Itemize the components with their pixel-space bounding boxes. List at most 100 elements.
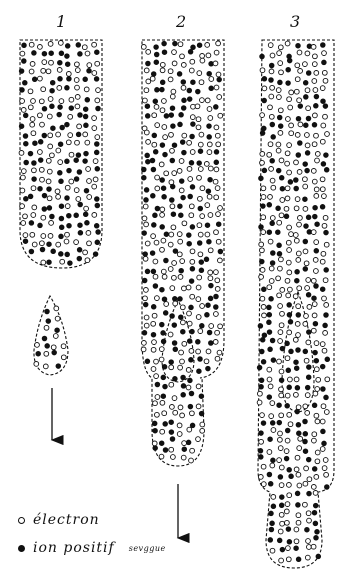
electron-particle (190, 259, 195, 264)
electron-particle (303, 62, 308, 67)
electron-particle (312, 438, 317, 443)
electron-particle (307, 305, 312, 310)
positive-ion-particle (206, 366, 211, 371)
positive-ion-particle (181, 106, 186, 111)
positive-ion-particle (23, 81, 28, 86)
positive-ion-particle (74, 158, 79, 163)
electron-particle (38, 150, 43, 155)
electron-particle (76, 197, 81, 202)
electron-particle (162, 125, 167, 130)
electron-particle (259, 242, 264, 247)
electron-particle (86, 167, 91, 172)
positive-ion-particle (45, 309, 50, 314)
electron-particle (35, 343, 40, 348)
positive-ion-particle (170, 184, 175, 189)
positive-ion-particle (172, 143, 177, 148)
electron-particle (198, 142, 203, 147)
positive-ion-particle (85, 98, 90, 103)
electron-particle (182, 221, 187, 226)
electron-particle (260, 296, 265, 301)
positive-ion-particle (270, 122, 275, 127)
electron-particle (196, 117, 201, 122)
positive-ion-particle (323, 104, 328, 109)
positive-ion-particle (313, 321, 318, 326)
positive-ion-particle (187, 339, 192, 344)
positive-ion-particle (305, 151, 310, 156)
electron-particle (311, 278, 316, 283)
electron-particle (188, 177, 193, 182)
positive-ion-particle (78, 52, 83, 57)
positive-ion-particle (303, 239, 308, 244)
electron-particle (267, 377, 272, 382)
positive-ion-particle (284, 214, 289, 219)
positive-ion-particle (209, 283, 214, 288)
positive-ion-particle (186, 440, 191, 445)
electron-particle (260, 248, 265, 253)
electron-particle (182, 286, 187, 291)
electron-particle (294, 206, 299, 211)
positive-ion-particle (169, 420, 174, 425)
positive-ion-particle (181, 80, 186, 85)
electron-particle (269, 279, 274, 284)
electron-particle (186, 285, 191, 290)
electron-particle (47, 196, 52, 201)
electron-particle (198, 196, 203, 201)
positive-ion-particle (59, 179, 64, 184)
electron-particle (55, 189, 60, 194)
electron-particle (179, 188, 184, 193)
electron-particle (303, 404, 308, 409)
electron-particle (144, 68, 149, 73)
positive-ion-particle (188, 194, 193, 199)
positive-ion-particle (95, 142, 100, 147)
electron-particle (214, 167, 219, 172)
electron-particle (75, 85, 80, 90)
electron-particle (214, 195, 219, 200)
electron-particle (271, 185, 276, 190)
electron-particle (189, 204, 194, 209)
electron-particle (285, 356, 290, 361)
electron-particle (82, 45, 87, 50)
positive-ion-particle (208, 296, 213, 301)
electron-particle (276, 276, 281, 281)
electron-particle (293, 294, 298, 299)
positive-ion-particle (286, 81, 291, 86)
positive-ion-particle (32, 51, 37, 56)
electron-particle (177, 252, 182, 257)
positive-ion-particle (279, 503, 284, 508)
electron-particle (206, 349, 211, 354)
electron-particle (305, 51, 310, 56)
positive-ion-particle (305, 527, 310, 532)
electron-particle (297, 446, 302, 451)
positive-ion-particle (320, 205, 325, 210)
electron-particle (304, 466, 309, 471)
electron-particle (314, 269, 319, 274)
electron-particle (320, 139, 325, 144)
positive-ion-particle (196, 89, 201, 94)
positive-ion-particle (170, 106, 175, 111)
positive-ion-particle (65, 122, 70, 127)
positive-ion-particle (258, 449, 263, 454)
electron-particle (144, 288, 149, 293)
stage1-label: 1 (56, 12, 66, 31)
electron-particle (178, 42, 183, 47)
positive-ion-particle (270, 261, 275, 266)
positive-ion-particle (142, 278, 147, 283)
positive-ion-particle (50, 88, 55, 93)
electron-particle (54, 306, 59, 311)
electron-particle (298, 122, 303, 127)
electron-particle (313, 88, 318, 93)
electron-particle (144, 222, 149, 227)
positive-ion-particle (65, 196, 70, 201)
electron-particle (306, 340, 311, 345)
electron-particle (20, 51, 25, 56)
positive-ion-particle (187, 97, 192, 102)
electron-particle (307, 518, 312, 523)
electron-particle (170, 286, 175, 291)
electron-particle (178, 405, 183, 410)
positive-ion-particle (294, 360, 299, 365)
electron-particle (268, 239, 273, 244)
positive-ion-particle (307, 365, 312, 370)
electron-particle (190, 59, 195, 64)
electron-particle (297, 98, 302, 103)
positive-ion-particle (188, 378, 193, 383)
